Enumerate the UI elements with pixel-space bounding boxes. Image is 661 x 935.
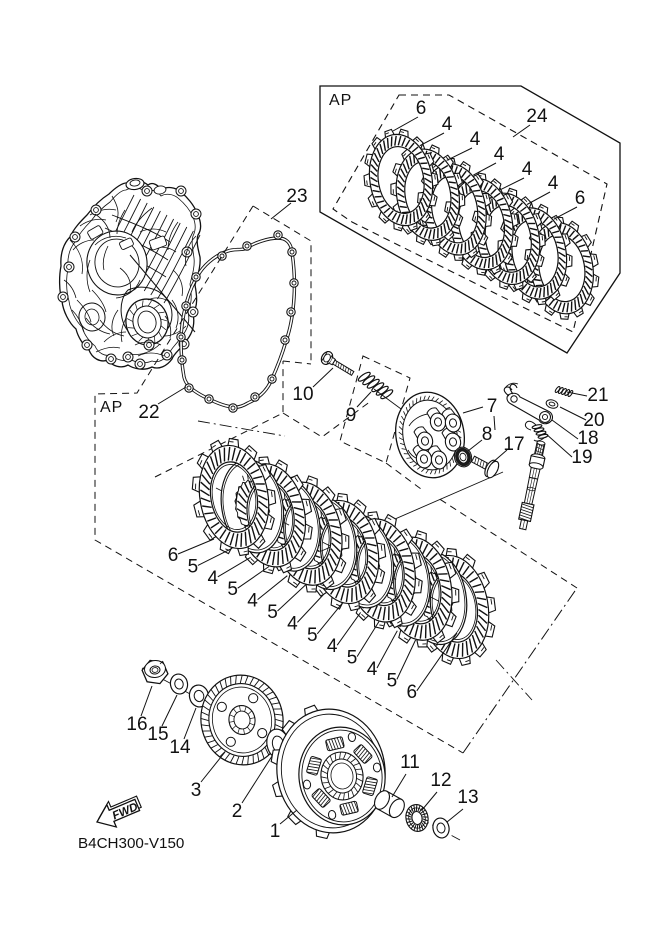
svg-text:AP: AP <box>329 92 352 109</box>
svg-text:2: 2 <box>232 801 243 822</box>
svg-text:AP: AP <box>100 399 123 416</box>
svg-text:21: 21 <box>587 385 608 406</box>
svg-text:5: 5 <box>387 670 398 691</box>
svg-text:23: 23 <box>286 186 307 207</box>
svg-text:5: 5 <box>347 648 358 669</box>
svg-text:10: 10 <box>292 384 313 405</box>
svg-text:15: 15 <box>147 724 168 745</box>
svg-text:24: 24 <box>526 106 548 127</box>
svg-text:1: 1 <box>270 821 281 842</box>
svg-text:9: 9 <box>346 405 357 426</box>
svg-text:5: 5 <box>188 556 199 577</box>
svg-text:5: 5 <box>307 625 318 646</box>
svg-text:4: 4 <box>522 159 533 180</box>
svg-text:22: 22 <box>138 402 159 423</box>
svg-text:4: 4 <box>287 613 298 634</box>
svg-text:7: 7 <box>487 396 498 417</box>
svg-text:12: 12 <box>430 770 451 791</box>
svg-text:19: 19 <box>571 447 592 468</box>
svg-text:11: 11 <box>400 752 420 773</box>
svg-text:6: 6 <box>575 188 586 209</box>
svg-text:4: 4 <box>494 144 505 165</box>
svg-text:5: 5 <box>267 602 278 623</box>
svg-text:5: 5 <box>227 579 238 600</box>
svg-text:4: 4 <box>327 636 338 657</box>
svg-text:4: 4 <box>367 659 378 680</box>
svg-text:6: 6 <box>168 545 179 566</box>
svg-text:20: 20 <box>583 410 604 431</box>
svg-text:4: 4 <box>470 129 481 150</box>
svg-text:18: 18 <box>577 428 598 449</box>
svg-text:8: 8 <box>482 424 493 445</box>
svg-text:3: 3 <box>191 780 202 801</box>
svg-text:B4CH300-V150: B4CH300-V150 <box>78 835 184 852</box>
svg-text:6: 6 <box>407 682 418 703</box>
svg-text:16: 16 <box>126 714 147 735</box>
svg-text:14: 14 <box>169 737 191 758</box>
svg-text:4: 4 <box>247 591 258 612</box>
svg-text:4: 4 <box>442 114 453 135</box>
svg-text:4: 4 <box>208 568 219 589</box>
svg-text:13: 13 <box>457 787 478 808</box>
svg-text:17: 17 <box>503 434 524 455</box>
svg-text:6: 6 <box>416 98 427 119</box>
svg-text:4: 4 <box>548 173 559 194</box>
